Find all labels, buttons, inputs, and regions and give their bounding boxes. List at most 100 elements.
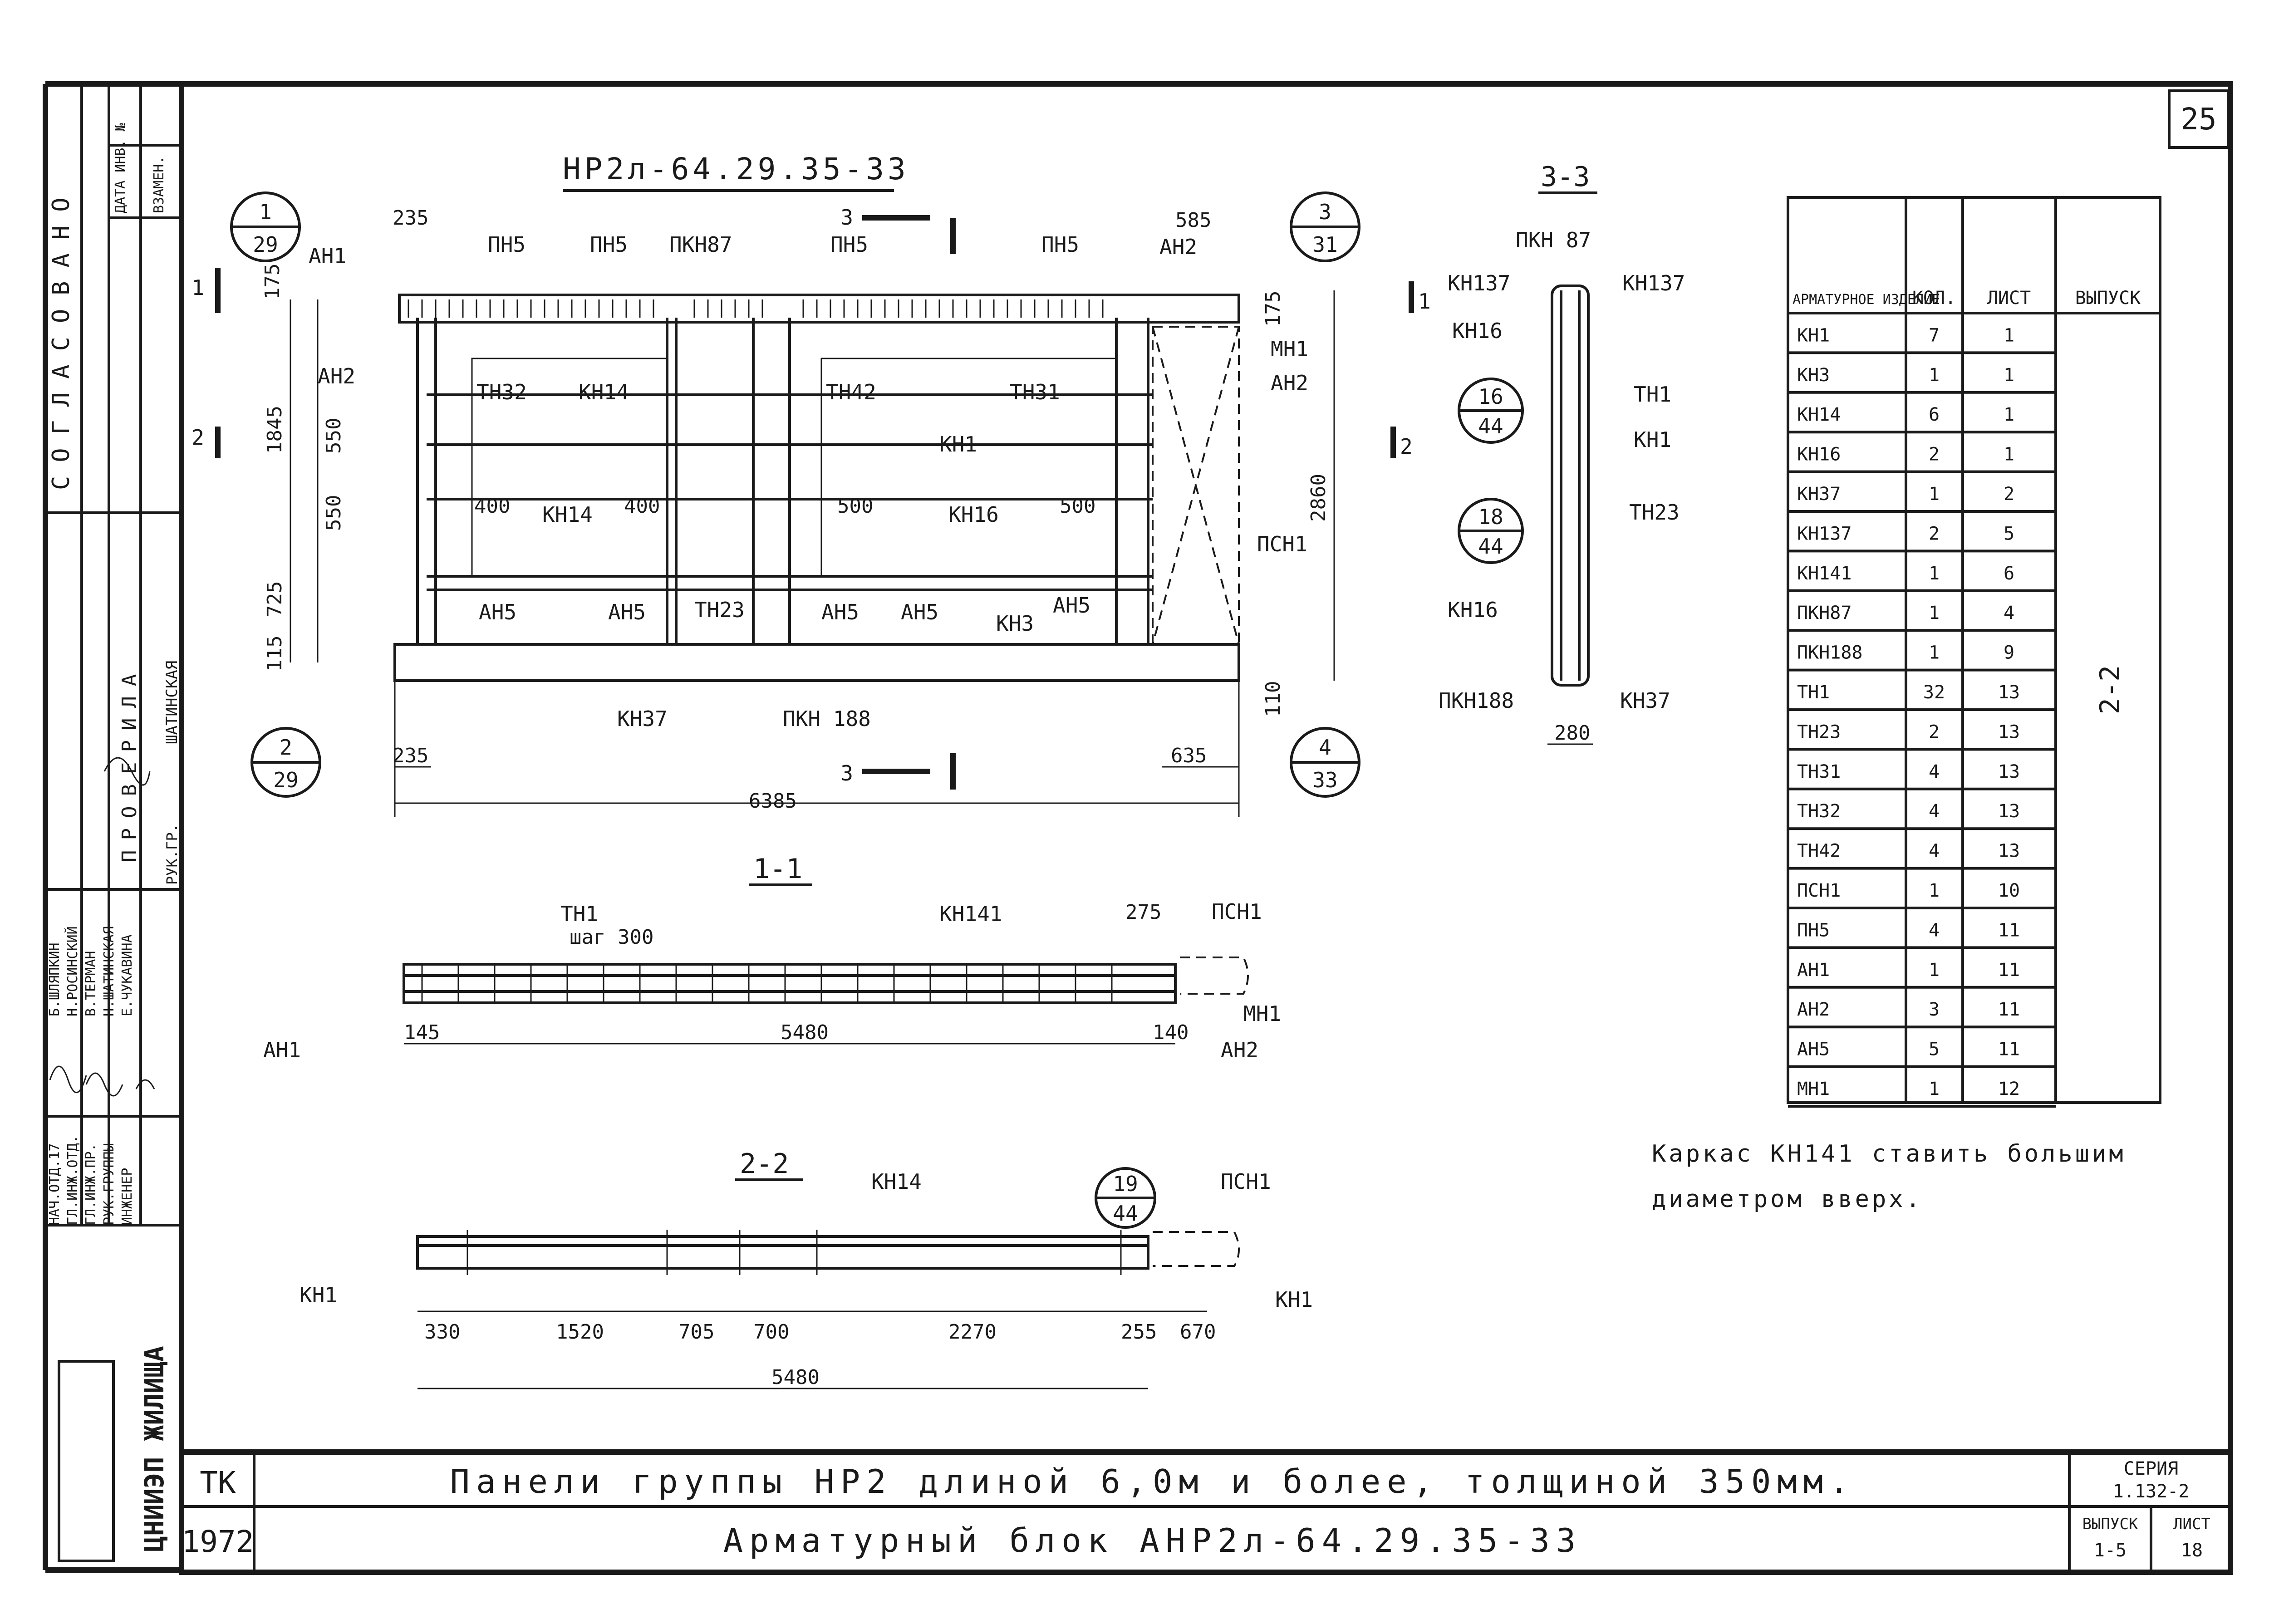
s33-tn1: ТН1 [1634,382,1671,407]
table-cell-sheet: 12 [1998,1079,2020,1099]
table-cell-qty: 1 [1929,1079,1940,1099]
strip-ruk-gr: РУК.ГР. [163,824,181,885]
s11-mn1: МН1 [1243,1001,1281,1026]
table-cell-item: КН141 [1797,563,1852,584]
plan-label-mn1: МН1 [1271,337,1308,361]
plan-label-kn14a: КН14 [579,380,629,404]
sheet-number: 25 [2181,102,2216,137]
table-cell-item: КН3 [1797,365,1830,386]
plan-label-kn16: КН16 [948,502,999,527]
table-cell-sheet: 1 [2004,325,2014,346]
plan-dim-175b: 175 [1262,291,1285,327]
tk-label: ТК [200,1465,236,1500]
plan-title: НР2л-64.29.35-33 [563,152,909,186]
plan-dim-235a: 235 [393,206,428,230]
svg-text:44: 44 [1113,1201,1138,1226]
table-cell-qty: 4 [1929,801,1940,822]
plan-label-pn5b: ПН5 [590,232,628,257]
table-cell-item: ТН32 [1797,801,1841,822]
s11-step: шаг 300 [570,926,653,949]
callout-16-44: 16 44 [1458,378,1524,444]
callout-19-44: 19 44 [1095,1167,1156,1229]
svg-text:31: 31 [1312,232,1337,257]
table-issue-value: 2-2 [2094,665,2126,714]
plan-dim-1845: 1845 [263,406,286,454]
s22-d700: 700 [753,1320,789,1344]
plan-dim-585: 585 [1175,209,1211,232]
s22-d670: 670 [1180,1320,1216,1344]
s22-kn1a: КН1 [300,1283,337,1307]
s33-kn16b: КН16 [1448,598,1498,622]
table-cell-sheet: 10 [1998,880,2020,901]
year-label: 1972 [182,1524,254,1559]
table-cell-qty: 1 [1929,880,1940,901]
svg-text:18: 18 [1478,505,1503,529]
section-3-3-title: 3-3 [1541,161,1590,193]
table-cell-qty: 1 [1929,365,1940,386]
table-cell-qty: 4 [1929,920,1940,941]
plan-label-tn31: ТН31 [1010,380,1060,404]
table-cell-item: МН1 [1797,1079,1830,1099]
table-cell-sheet: 2 [2004,484,2014,505]
cut-mark-2-right: 2 [1400,434,1413,459]
plan-dim-725: 725 [263,581,286,617]
plan-dim-2860: 2860 [1307,474,1330,522]
s33-kn16a: КН16 [1452,319,1503,343]
plan-label-kn1: КН1 [939,432,977,456]
s11-psn1: ПСН1 [1212,899,1262,924]
plan-dim-235b: 235 [393,744,428,767]
strip-name-5: Е.ЧУКАВИНА [119,934,135,1016]
table-cell-qty: 4 [1929,761,1940,782]
s22-d5480: 5480 [771,1366,820,1389]
note-line-2: диаметром вверх. [1652,1186,1923,1213]
plan-bottom-bar [393,643,1240,682]
table-cell-item: ПН5 [1797,920,1830,941]
plan-label-an2-top: АН2 [1159,235,1197,259]
callout-3-31: 3 31 [1290,191,1360,262]
s22-d1520: 1520 [556,1320,604,1344]
table-header-issue: ВЫПУСК [2075,288,2141,309]
strip-soglasovano: СОГЛАСОВАНО [48,184,75,490]
series-label: СЕРИЯ [2124,1458,2178,1479]
cut-mark-1-right: 1 [1418,289,1431,314]
cut-mark-2-left: 2 [192,425,204,450]
cut-mark-1-left: 1 [192,275,204,300]
strip-role-3: ГЛ.ИНЖ.ПР. [83,1143,99,1225]
strip-role-1: НАЧ.ОТД.17 [47,1143,63,1225]
strip-proverila: ПРОВЕРИЛА [118,664,141,862]
plan-label-kn37: КН37 [617,707,668,731]
table-cell-item: ТН1 [1797,682,1830,703]
table-cell-sheet: 5 [2004,523,2014,544]
svg-text:29: 29 [273,768,298,792]
s33-kn1: КН1 [1634,427,1671,452]
table-cell-qty: 3 [1929,999,1940,1020]
table-cell-qty: 1 [1929,643,1940,663]
callout-2-29: 2 29 [250,727,321,798]
table-cell-sheet: 11 [1998,960,2020,981]
note-line-1: Каркас КН141 ставить большим [1652,1140,2126,1168]
title-line-2: Арматурный блок АНР2л-64.29.35-33 [723,1521,1582,1560]
plan-label-an5b: АН5 [608,600,646,624]
cut-mark-3-bottom: 3 [840,761,853,785]
table-cell-item: ПКН87 [1797,603,1852,623]
strip-name-3: В.ТЕРМАН [83,951,99,1017]
plan-dim-400a: 400 [474,495,510,518]
left-strip: СОГЛАСОВАНО ДАТА ИНВ. № ВЗАМЕН. ПРОВЕРИЛ… [45,84,182,1562]
svg-text:29: 29 [253,232,278,257]
table-cell-item: КН137 [1797,523,1852,544]
table-cell-qty: 7 [1929,325,1940,346]
s11-d145: 145 [404,1021,440,1044]
table-cell-qty: 1 [1929,563,1940,584]
table-header-sheet: ЛИСТ [1987,288,2031,309]
strip-role-2: ГЛ.ИНЖ.ОТД. [65,1135,81,1225]
plan-dim-110: 110 [1262,681,1285,717]
table-cell-item: АН5 [1797,1039,1830,1060]
series-value: 1.132-2 [2113,1481,2190,1502]
table-cell-item: ТН42 [1797,841,1841,862]
table-cell-item: ТН31 [1797,761,1841,782]
plan-label-an5e: АН5 [1053,593,1090,618]
table-cell-item: АН2 [1797,999,1830,1020]
section-2-2: 2-2 [416,1148,1240,1389]
plan-label-pn5d: ПН5 [1041,232,1079,257]
table-cell-item: ПКН188 [1797,643,1863,663]
